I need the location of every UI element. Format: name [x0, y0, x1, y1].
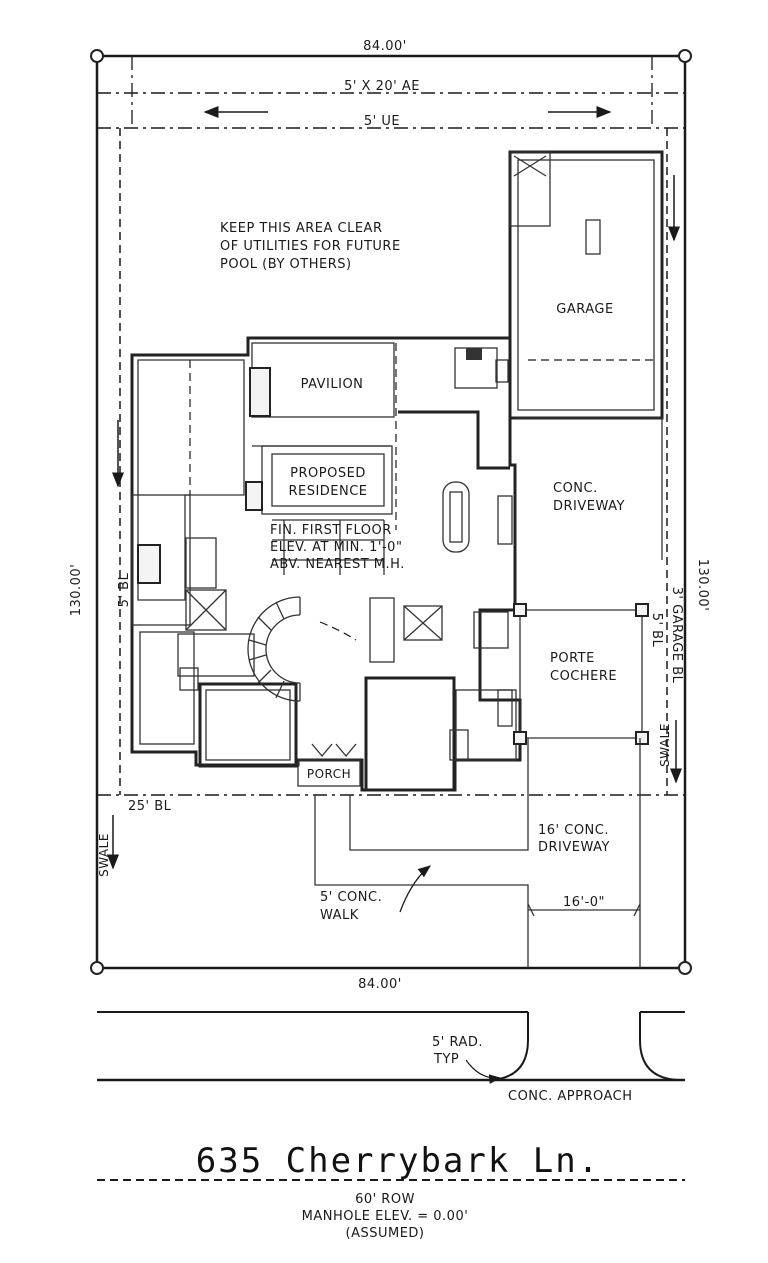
radius-label-2: TYP: [433, 1052, 459, 1067]
kitchen-area: [369, 347, 513, 663]
aerial-easement-label: 5' X 20' AE: [344, 79, 420, 94]
top-dimension: 84.00': [363, 39, 407, 54]
labels: 84.00' 5' X 20' AE 5' UE KEEP THIS AREA …: [69, 39, 710, 1241]
manhole-label: MANHOLE ELEV. = 0.00': [302, 1209, 469, 1224]
conc-driveway-label-1: CONC.: [553, 481, 598, 496]
bottom-dimension: 84.00': [358, 977, 402, 992]
row-label: 60' ROW: [355, 1192, 415, 1207]
left-dimension: 130.00': [69, 564, 84, 617]
right-bl-label: 5' BL: [649, 613, 664, 648]
cochere-label: COCHERE: [550, 669, 617, 684]
pool-note-line3: POOL (BY OTHERS): [220, 257, 352, 272]
street-name: 635 Cherrybark Ln.: [196, 1141, 600, 1181]
fin-floor-label-3: ABV. NEAREST M.H.: [270, 557, 405, 572]
garage-bl-label: 3' GARAGE BL: [669, 587, 684, 684]
site-hardscape: [314, 738, 641, 968]
swale-left-label: SWALE: [97, 833, 111, 877]
assumed-label: (ASSUMED): [346, 1226, 425, 1241]
spiral-stair: [247, 596, 357, 702]
swale-right-label: SWALE: [658, 723, 672, 767]
right-dimension: 130.00': [695, 559, 710, 612]
left-bl-label: 5' BL: [117, 572, 132, 607]
pavilion-label: PAVILION: [301, 377, 364, 392]
easement-lines: [97, 56, 685, 129]
building-setback-lines: [97, 128, 685, 796]
walk-label-2: WALK: [320, 908, 359, 923]
fin-floor-label-1: FIN. FIRST FLOOR: [270, 523, 392, 538]
proposed-label-2: RESIDENCE: [288, 484, 367, 499]
walk-label-1: 5' CONC.: [320, 890, 382, 905]
front-bl-label: 25' BL: [128, 799, 172, 814]
drainage-arrows: [107, 106, 682, 870]
fin-floor-label-2: ELEV. AT MIN. 1'-0": [270, 540, 402, 555]
conc-driveway-label-2: DRIVEWAY: [553, 499, 625, 514]
porte-label: PORTE: [550, 651, 595, 666]
pool-note-line1: KEEP THIS AREA CLEAR: [220, 221, 382, 236]
driveway16-label-1: 16' CONC.: [538, 823, 609, 838]
garage: [508, 150, 664, 420]
pool-note-line2: OF UTILITIES FOR FUTURE: [220, 239, 401, 254]
property-boundary: [90, 49, 692, 975]
driveway-width-dimension: 16'-0": [563, 895, 605, 910]
pavilion: [249, 342, 397, 530]
street-curb: [97, 1011, 685, 1181]
porch-label: PORCH: [307, 767, 351, 781]
utility-easement-label: 5' UE: [364, 114, 400, 129]
proposed-label-1: PROPOSED: [290, 466, 366, 481]
driveway16-label-2: DRIVEWAY: [538, 840, 610, 855]
porte-cochere: [513, 417, 663, 745]
front-rooms: [297, 676, 517, 792]
proposed-residence-area: [245, 445, 393, 575]
house-walls: [130, 336, 522, 792]
garage-label: GARAGE: [556, 302, 613, 317]
approach-label: CONC. APPROACH: [508, 1089, 633, 1104]
radius-label-1: 5' RAD.: [432, 1035, 483, 1050]
